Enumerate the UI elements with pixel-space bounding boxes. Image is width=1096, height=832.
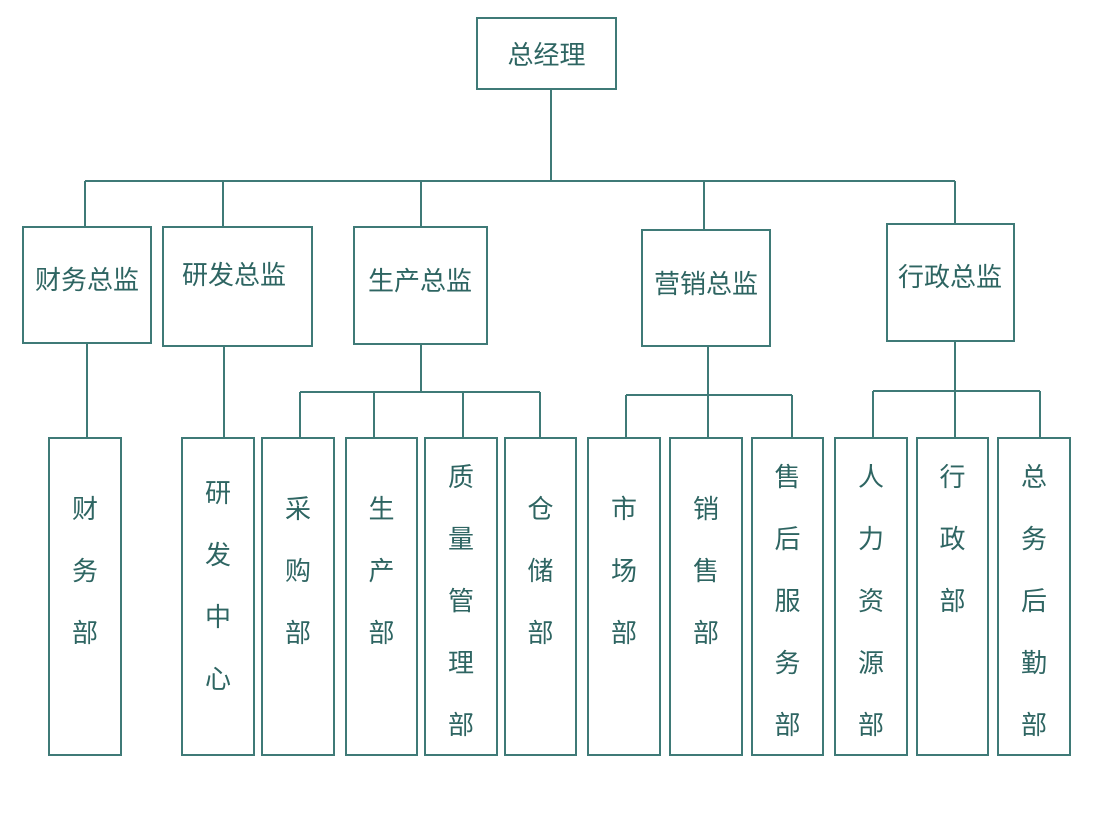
node-market-label: 市场部	[611, 495, 637, 649]
node-rnd-director-label: 研发总监	[182, 261, 286, 291]
node-finance-director: 财务总监	[22, 226, 152, 344]
node-purchasing-label: 采购部	[285, 495, 311, 649]
node-purchasing: 采购部	[261, 437, 335, 756]
node-quality-label: 质量管理部	[448, 463, 474, 741]
node-warehouse: 仓储部	[504, 437, 577, 756]
node-warehouse-label: 仓储部	[527, 495, 553, 649]
node-market: 市场部	[587, 437, 661, 756]
node-production-director: 生产总监	[353, 226, 488, 345]
node-finance-director-label: 财务总监	[35, 266, 139, 296]
node-general-manager: 总经理	[476, 17, 617, 90]
node-hr: 人力资源部	[834, 437, 908, 756]
node-logistics-label: 总务后勤部	[1021, 463, 1047, 741]
node-rnd-center-label: 研发中心	[205, 479, 231, 695]
node-admin-dept-label: 行政部	[939, 463, 965, 617]
node-after-sales-label: 售后服务部	[774, 463, 800, 741]
connector-lines	[84, 90, 1041, 438]
node-logistics: 总务后勤部	[997, 437, 1071, 756]
node-hr-label: 人力资源部	[858, 463, 884, 741]
node-production-director-label: 生产总监	[368, 267, 472, 297]
node-sales-label: 销售部	[693, 495, 719, 649]
node-after-sales: 售后服务部	[751, 437, 824, 756]
node-marketing-director: 营销总监	[641, 229, 771, 347]
node-production-dept-label: 生产部	[368, 495, 394, 649]
node-general-manager-label: 总经理	[507, 41, 585, 71]
node-rnd-director: 研发总监	[162, 226, 313, 347]
node-sales: 销售部	[669, 437, 743, 756]
node-marketing-director-label: 营销总监	[654, 270, 758, 300]
node-quality: 质量管理部	[424, 437, 498, 756]
node-finance-dept-label: 财务部	[72, 495, 98, 649]
node-finance-dept: 财务部	[48, 437, 122, 756]
node-admin-dept: 行政部	[916, 437, 989, 756]
node-admin-director: 行政总监	[886, 223, 1015, 342]
node-production-dept: 生产部	[345, 437, 418, 756]
node-rnd-center: 研发中心	[181, 437, 255, 756]
node-admin-director-label: 行政总监	[898, 263, 1002, 293]
